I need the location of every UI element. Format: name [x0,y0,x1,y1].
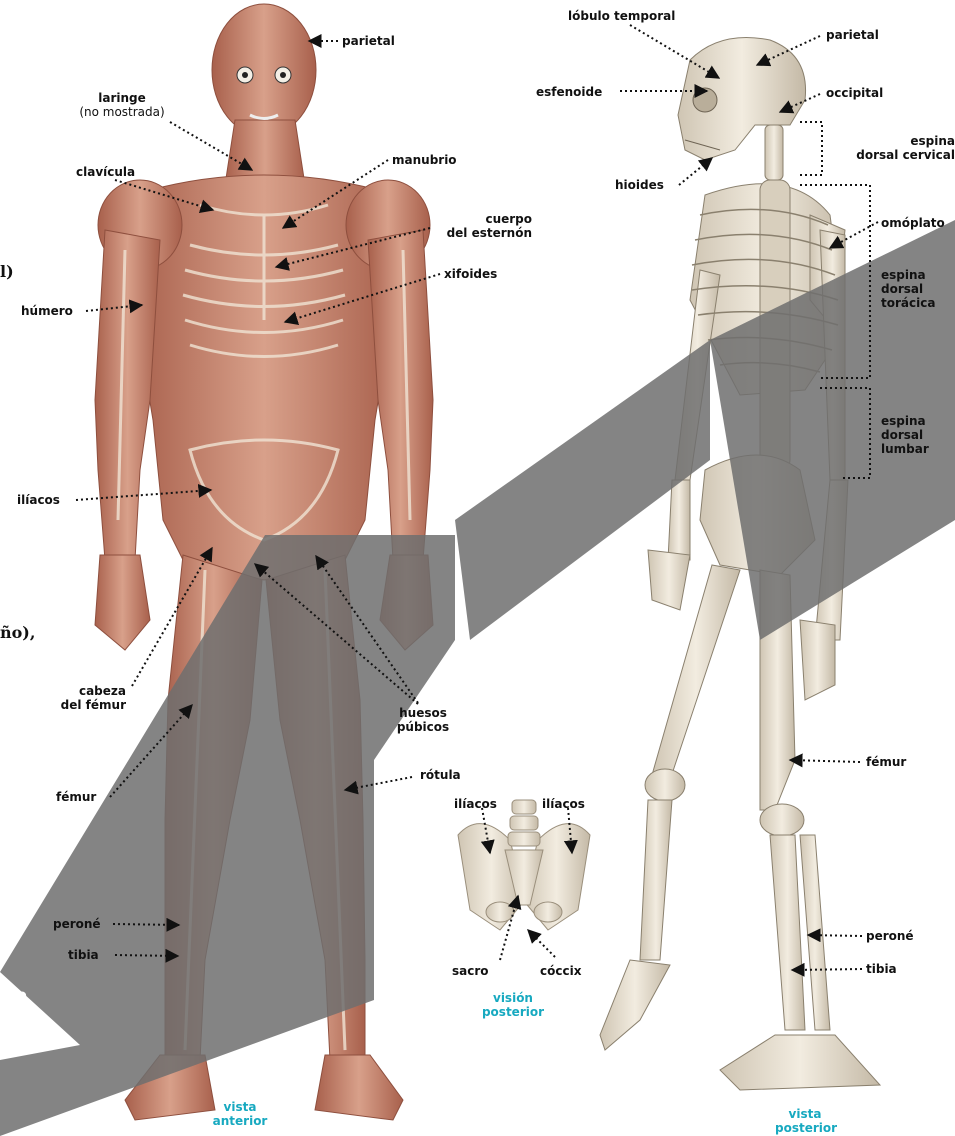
label-pelvis-iliacos-left: ilíacos [454,797,497,811]
label-cuerpo: cuerpo [420,212,532,226]
cutoff-text-3: , etc. [0,720,44,739]
label-laringe-note: (no mostrada) [62,105,182,119]
label-omoplato: omóplato [881,216,945,230]
label-coccix: cóccix [540,964,581,978]
cutoff-text-2: ño), [0,623,35,642]
label-rotula: rótula [420,768,461,782]
label-lobulo-temporal: lóbulo temporal [568,9,675,23]
cutoff-text-4: os [0,823,20,842]
label-huesos: huesos [388,706,458,720]
label-espina-lumbar-l2: dorsal [881,428,923,442]
label-anterior-perone: peroné [53,917,101,931]
label-anterior-parietal: parietal [342,34,395,48]
caption-lateral-line2: posterior [775,1121,835,1135]
label-pubicos: púbicos [388,720,458,734]
label-anterior-femur: fémur [56,790,96,804]
label-clavicula: clavícula [76,165,135,179]
label-lateral-tibia: tibia [866,962,897,976]
label-anterior-tibia: tibia [68,948,99,962]
label-espina-toracica-l1: espina [881,268,926,282]
label-espina-lumbar-l1: espina [881,414,926,428]
label-humero: húmero [21,304,73,318]
caption-pelvis-line2: posterior [468,1005,558,1019]
label-anterior-iliacos: ilíacos [17,493,60,507]
label-esfenoide: esfenoide [536,85,602,99]
label-espina-toracica-l2: dorsal [881,282,923,296]
label-espina-toracica-l3: torácica [881,296,935,310]
caption-anterior-line2: anterior [210,1114,270,1128]
label-cabeza: cabeza [44,684,126,698]
label-laringe: laringe [62,91,182,105]
caption-anterior-line1: vista [210,1100,270,1114]
label-espina-lumbar-l3: lumbar [881,442,929,456]
label-hioides: hioides [615,178,664,192]
caption-lateral-line1: vista [775,1107,835,1121]
label-sacro: sacro [452,964,489,978]
caption-pelvis-line1: visión [468,991,558,1005]
label-manubrio: manubrio [392,153,457,167]
label-pelvis-iliacos-right: ilíacos [542,797,585,811]
label-espina-cervical-l2: dorsal cervical [825,148,955,162]
pelvis-figure [458,800,590,930]
label-del-femur: del fémur [44,698,126,712]
label-espina-cervical-l1: espina [825,134,955,148]
label-lateral-parietal: parietal [826,28,879,42]
label-xifoides: xifoides [444,267,497,281]
label-lateral-perone: peroné [866,929,914,943]
cutoff-text-1: l) [0,262,14,281]
cutoff-text-5: ajo [0,985,27,1004]
label-occipital: occipital [826,86,883,100]
label-del-esternon: del esternón [420,226,532,240]
label-lateral-femur: fémur [866,755,906,769]
